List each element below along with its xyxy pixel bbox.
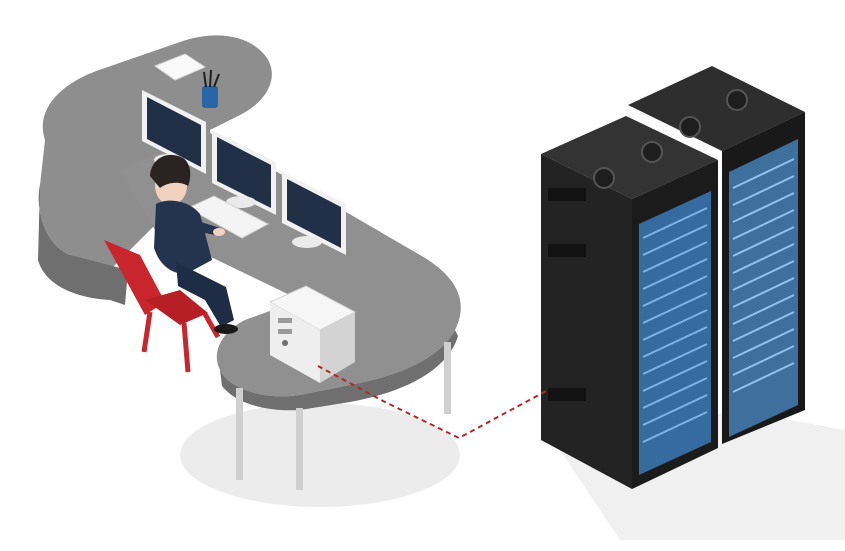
- fan-icon: [641, 141, 663, 163]
- desk-top-main: [120, 130, 461, 397]
- operator-torso: [154, 200, 212, 274]
- chair-leg-2: [181, 322, 191, 373]
- fan-icon: [726, 89, 748, 111]
- rack-front-face: [541, 154, 632, 489]
- paper-sheet: [153, 53, 207, 81]
- rack-front-top: [541, 116, 718, 199]
- desk-floor-shadow: [180, 403, 460, 507]
- office-chair: [104, 240, 221, 373]
- pen-1: [203, 71, 207, 88]
- keyboard: [186, 195, 270, 239]
- rack-front-grille-top: [548, 188, 586, 201]
- rack-front-server-slots: [642, 207, 708, 443]
- fan-icon: [593, 167, 615, 189]
- rack-back-server-slots: [732, 158, 795, 393]
- tower-drive-2: [278, 329, 292, 334]
- tower-drive-1: [278, 318, 292, 323]
- pen-holder: [202, 86, 218, 108]
- pen-2: [209, 69, 212, 88]
- server-racks: [541, 66, 805, 489]
- desk-items: [153, 53, 220, 108]
- desk-leg-right: [444, 342, 451, 414]
- chair-seat: [145, 290, 208, 325]
- rack-back-top: [628, 66, 805, 151]
- operator: [150, 154, 238, 334]
- monitor-array: [142, 90, 346, 255]
- chair-back: [104, 240, 165, 315]
- monitor-3-stand: [292, 236, 322, 248]
- rack-back-panel: [729, 139, 798, 437]
- rack-front-panel: [639, 191, 711, 475]
- monitor-1-screen: [147, 97, 201, 167]
- network-cable: [317, 365, 549, 440]
- operator-hand: [213, 228, 225, 236]
- tower-side: [320, 312, 355, 383]
- keyboard-body: [186, 195, 270, 239]
- chair-leg-3: [202, 312, 221, 339]
- monitor-2-screen: [217, 137, 271, 208]
- monitor-2-stand: [226, 196, 256, 208]
- rack-front-grille-bottom: [548, 388, 586, 401]
- tower-power-button: [282, 340, 288, 346]
- rack-front-grille-middle: [548, 244, 586, 257]
- desk-side-back: [38, 185, 128, 305]
- operator-hair: [150, 154, 191, 188]
- fan-icon: [679, 116, 701, 138]
- operator-shoe: [214, 324, 238, 334]
- monitor-3-screen: [287, 179, 341, 248]
- operator-legs: [176, 262, 234, 327]
- desk-edge-front: [220, 330, 458, 411]
- desktop-tower: [268, 285, 357, 383]
- chair-leg-1: [141, 311, 153, 353]
- desk-leg-front-center: [296, 408, 303, 490]
- desk-leg-front-left: [236, 388, 243, 480]
- pen-3: [213, 73, 220, 88]
